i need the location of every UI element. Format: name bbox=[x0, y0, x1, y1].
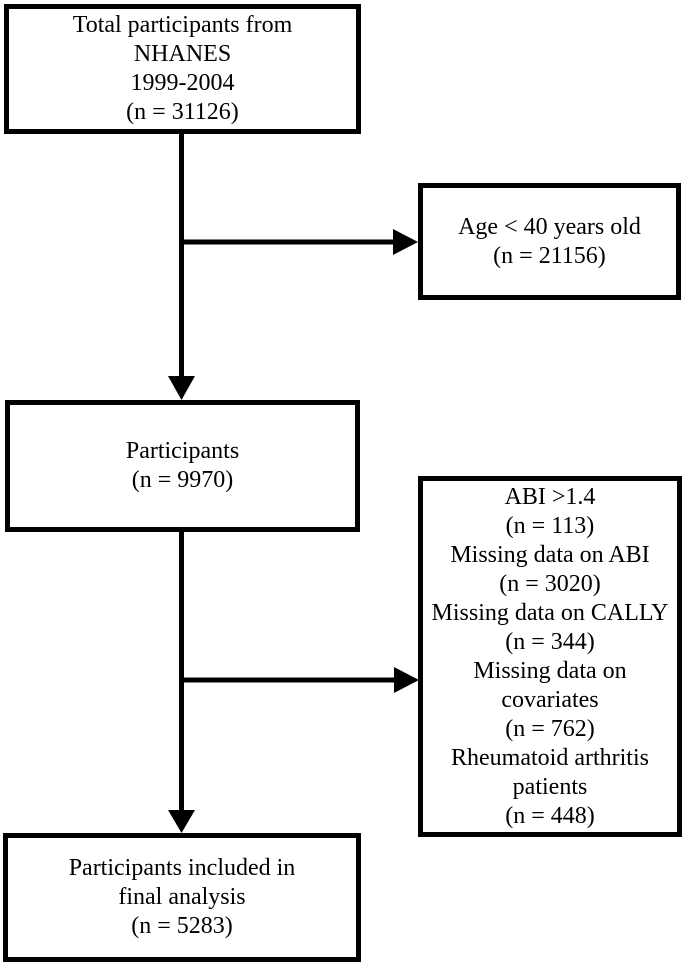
text-line: Missing data on CALLY bbox=[431, 599, 669, 626]
text-line: (n = 113) bbox=[505, 512, 595, 539]
text-line: Rheumatoid arthritis bbox=[451, 744, 649, 771]
flow-box-age-exclusion: Age < 40 years old (n = 21156) bbox=[418, 183, 681, 300]
arrow-right-icon bbox=[394, 667, 419, 693]
text-line: NHANES bbox=[133, 41, 232, 67]
text-line: covariates bbox=[501, 686, 599, 713]
text-line: Participants included in bbox=[68, 855, 296, 881]
flow-box-exclusions: ABI >1.4 (n = 113) Missing data on ABI (… bbox=[418, 476, 682, 837]
text-line: (n = 5283) bbox=[131, 913, 233, 939]
text-line: (n = 762) bbox=[505, 715, 595, 742]
text-line: Age < 40 years old bbox=[458, 213, 641, 240]
arrow-down-icon bbox=[168, 376, 195, 400]
text-line: final analysis bbox=[118, 884, 246, 910]
flow-box-final-analysis: Participants included in final analysis … bbox=[3, 833, 361, 962]
text-line: Missing data on bbox=[473, 657, 627, 684]
text-line: Total participants from bbox=[72, 12, 293, 38]
arrow-right-icon bbox=[393, 229, 418, 255]
text-line: patients bbox=[512, 773, 588, 800]
text-line: (n = 21156) bbox=[493, 242, 606, 269]
text-line: Participants bbox=[125, 438, 240, 464]
text-line: (n = 3020) bbox=[499, 570, 601, 597]
text-line: (n = 448) bbox=[505, 802, 595, 829]
text-line: 1999-2004 bbox=[130, 70, 235, 96]
flow-box-participants: Participants (n = 9970) bbox=[5, 400, 360, 532]
text-line: Missing data on ABI bbox=[450, 541, 650, 568]
flow-box-total-participants: Total participants from NHANES 1999-2004… bbox=[4, 4, 361, 134]
text-line: (n = 9970) bbox=[131, 467, 234, 493]
text-line: ABI >1.4 bbox=[504, 483, 596, 510]
arrow-down-icon bbox=[168, 810, 195, 833]
text-line: (n = 31126) bbox=[126, 99, 239, 125]
text-line: (n = 344) bbox=[505, 628, 595, 655]
